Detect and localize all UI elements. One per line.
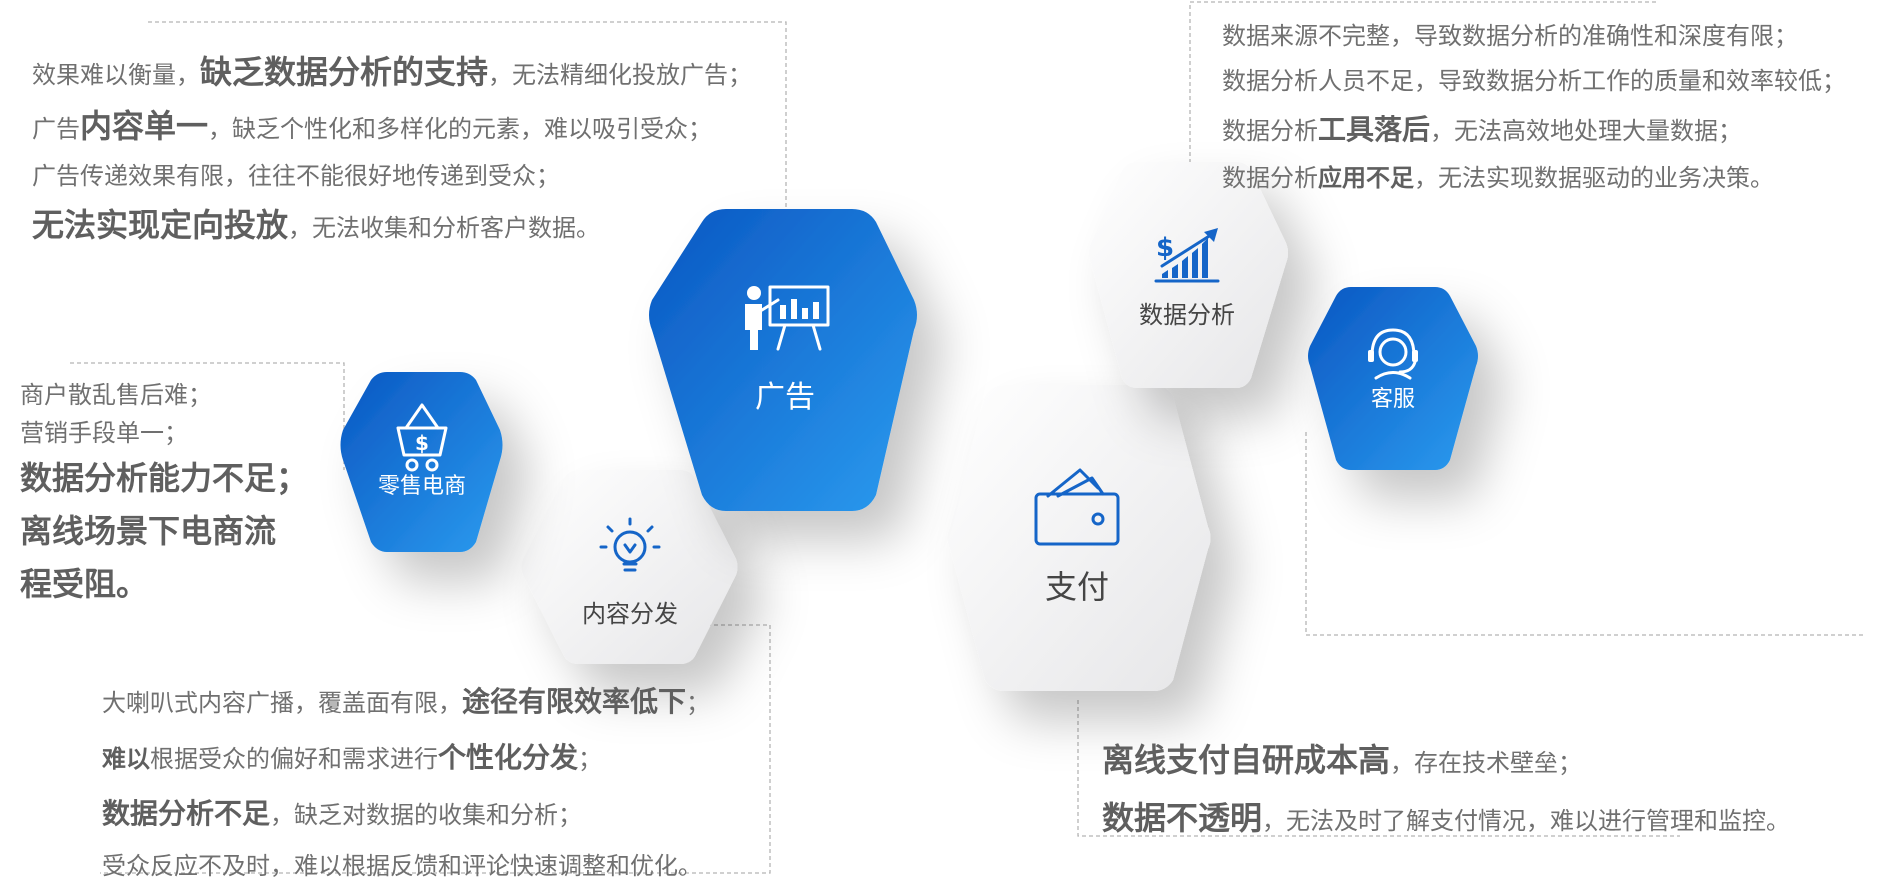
hex-retail-label: 零售电商 [378,474,466,499]
svg-text:$: $ [415,431,429,455]
ad-issue-line: 效果难以衡量，缺乏数据分析的支持，无法精细化投放广告； [32,53,753,91]
content-issue-line: 数据分析不足，缺乏对数据的收集和分析； [102,797,583,830]
hex-service[interactable] [1308,287,1478,470]
content-issue-line: 大喇叭式内容广播，覆盖面有限，途径有限效率低下； [102,685,711,718]
hex-ad[interactable] [649,209,917,511]
analytics-issue-line: 数据分析工具落后，无法高效地处理大量数据； [1222,113,1743,146]
hex-payment[interactable] [947,385,1211,691]
analytics-issue-line: 数据分析应用不足，无法实现数据驱动的业务决策。 [1222,164,1774,192]
content-issues: 大喇叭式内容广播，覆盖面有限，途径有限效率低下； 难以根据受众的偏好和需求进行个… [102,676,710,891]
hex-analytics[interactable] [1089,162,1288,388]
ad-issue-line: 广告传递效果有限，往往不能很好地传递到受众； [32,162,560,190]
analytics-issue-line: 数据分析人员不足，导致数据分析工作的质量和效率较低； [1222,67,1846,95]
headset-icon [1368,328,1418,380]
content-issue-line: 受众反应不及时，难以根据反馈和评论快速调整和优化。 [102,852,702,880]
analytics-issues: 数据来源不完整，导致数据分析的准确性和深度有限； 数据分析人员不足，导致数据分析… [1222,16,1846,201]
ad-frame [148,21,787,222]
analytics-issue-line: 数据来源不完整，导致数据分析的准确性和深度有限； [1222,22,1798,50]
retail-issues: 商户散乱售后难； 营销手段单一； 数据分析能力不足； 离线场景下电商流 程受阻。 [20,381,309,603]
content-frame [100,624,771,874]
ad-issue-line: 无法实现定向投放，无法收集和分析客户数据。 [32,206,601,244]
hex-content[interactable] [521,470,738,680]
hex-service-label: 客服 [1371,387,1415,412]
analytics-frame [1189,1,1658,170]
shopping-cart-icon: $ [396,403,448,472]
presenter-board-icon [745,285,830,351]
payment-issues: 离线支付自研成本高，存在技术壁垒； 数据不透明，无法及时了解支付情况，难以进行管… [1102,734,1790,850]
ad-issues: 效果难以衡量，缺乏数据分析的支持，无法精细化投放广告； 广告内容单一，缺乏个性化… [32,48,752,257]
svg-text:$: $ [1156,233,1174,263]
hex-content-label: 内容分发 [582,600,678,628]
lightbulb-icon [599,517,661,572]
payment-issue-line: 离线支付自研成本高，存在技术壁垒； [1102,741,1583,779]
hex-ad-label: 广告 [755,380,815,415]
payment-issue-line: 数据不透明，无法及时了解支付情况，难以进行管理和监控。 [1102,799,1791,837]
wallet-icon [1034,468,1120,546]
growth-chart-icon: $ [1154,228,1220,283]
service-frame [1305,432,1866,636]
content-issue-line: 难以根据受众的偏好和需求进行个性化分发； [102,741,603,774]
hex-payment-label: 支付 [1045,568,1109,606]
dashed-frames [70,1,1866,874]
hex-retail[interactable] [340,372,503,552]
ad-issue-line: 广告内容单一，缺乏个性化和多样化的元素，难以吸引受众； [32,107,713,145]
payment-frame [1077,700,1680,837]
hex-analytics-label: 数据分析 [1139,301,1235,329]
